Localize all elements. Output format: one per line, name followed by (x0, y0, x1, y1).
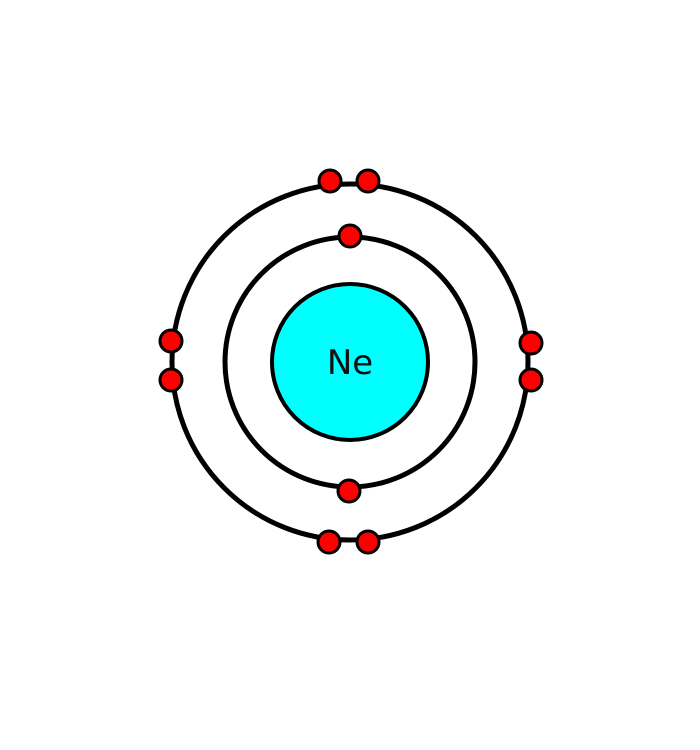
electron (355, 529, 381, 555)
electron (337, 223, 363, 249)
element-symbol: Ne (327, 343, 373, 383)
electron (316, 529, 342, 555)
electron (518, 367, 544, 393)
electron (158, 367, 184, 393)
outer-shell-electrons (158, 168, 544, 555)
nucleus (270, 282, 430, 442)
electron (336, 478, 362, 504)
outer-shell-ring (169, 181, 531, 543)
inner-shell-electrons (336, 223, 363, 504)
outer-shell (169, 181, 531, 543)
electron (355, 168, 381, 194)
electron (158, 328, 184, 354)
nucleus-group: Ne (270, 282, 430, 442)
electron (518, 330, 544, 356)
electron (317, 168, 343, 194)
